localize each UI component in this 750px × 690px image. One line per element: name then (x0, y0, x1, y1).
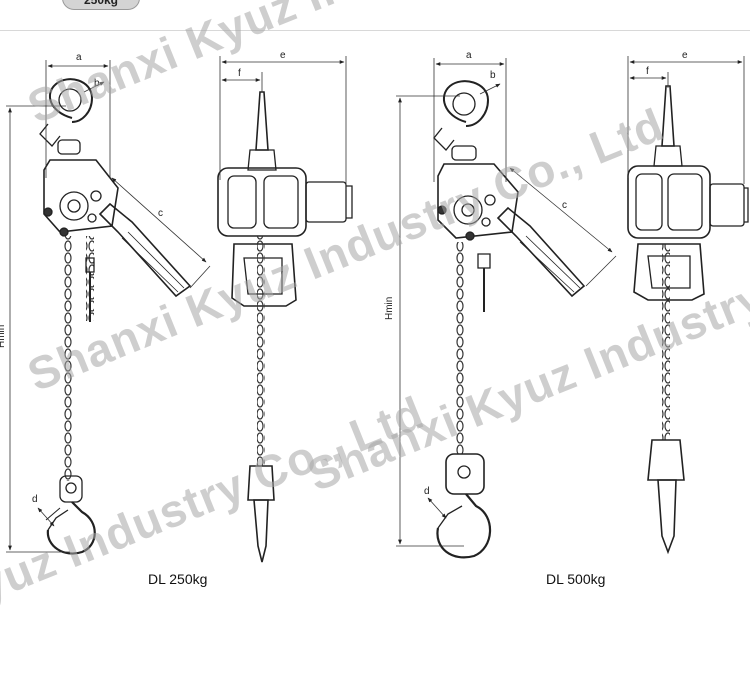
dim-h-left: Hmin (0, 325, 7, 348)
dim-e-right: e (682, 50, 688, 61)
hoist-250-side-view (39, 78, 192, 555)
dim-f-left: f (238, 68, 241, 79)
dim-d-left: d (32, 494, 38, 505)
technical-drawing: a b c Hmin d e f a b c Hmin d e f (0, 50, 749, 563)
dim-d-right: d (424, 486, 430, 497)
dim-f-right: f (646, 66, 649, 77)
weight-tab-label: 250kg (83, 0, 119, 7)
hoist-500-side-view (433, 80, 586, 559)
header-divider (0, 30, 750, 31)
dim-h-right: Hmin (384, 297, 395, 320)
dim-b-left: b (94, 78, 100, 89)
dim-e-left: e (280, 50, 286, 61)
dimension-labels: a b c Hmin d e f a b c Hmin d e f (0, 50, 688, 505)
dimension-lines (6, 56, 745, 553)
dim-b-right: b (490, 70, 496, 81)
hoist-500-front-view (627, 85, 749, 555)
hoist-250-front-view (217, 91, 353, 563)
caption-dl-500: DL 500kg (546, 571, 606, 587)
dim-c-left: c (158, 208, 163, 219)
dim-a-right: a (466, 50, 472, 61)
caption-dl-250: DL 250kg (148, 571, 208, 587)
dim-c-right: c (562, 200, 567, 211)
dim-a-left: a (76, 52, 82, 63)
